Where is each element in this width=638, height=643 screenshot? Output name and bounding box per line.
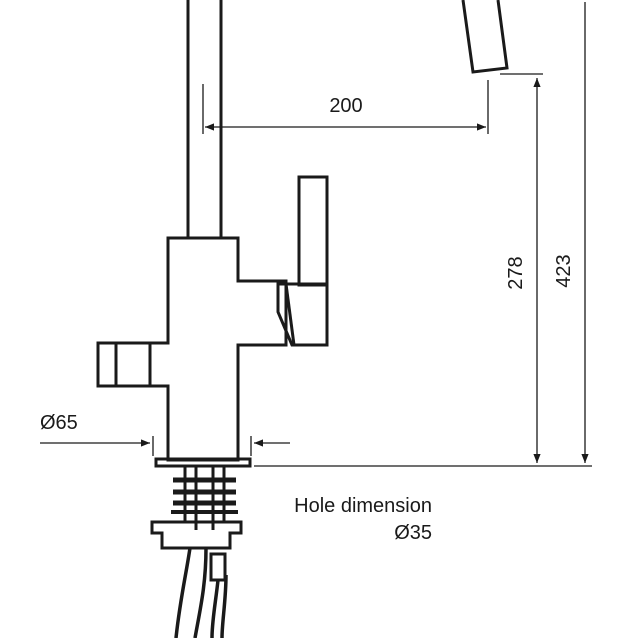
- side-knob: [96, 341, 152, 388]
- spout-neck: [186, 0, 223, 238]
- mounting-bracket: [150, 520, 243, 550]
- threaded-shank: [183, 466, 226, 530]
- base-plate: [154, 457, 252, 468]
- faucet-body: [148, 236, 288, 462]
- lever-handle: [276, 175, 329, 347]
- thread-rings: [173, 477, 236, 506]
- hose-fitting: [209, 552, 227, 582]
- dimension-label-total-height: 423: [553, 254, 575, 287]
- hole-dimension-diameter: Ø35: [394, 522, 432, 544]
- hole-dimension-title: Hole dimension: [294, 495, 432, 517]
- dimension-total-height: [254, 2, 592, 467]
- mounting-hardware: [150, 466, 243, 639]
- dimension-spout-reach: [202, 80, 489, 134]
- dimension-label-spout-reach: 200: [329, 95, 362, 117]
- spout-outlet: [461, 0, 509, 74]
- faucet-drawing: [96, 0, 509, 468]
- dimension-label-spout-height: 278: [505, 256, 527, 289]
- dimension-label-base-diameter: Ø65: [40, 412, 78, 434]
- dimension-base-diameter: [40, 436, 290, 456]
- dimension-spout-height: [500, 73, 543, 463]
- hoses: [174, 547, 228, 639]
